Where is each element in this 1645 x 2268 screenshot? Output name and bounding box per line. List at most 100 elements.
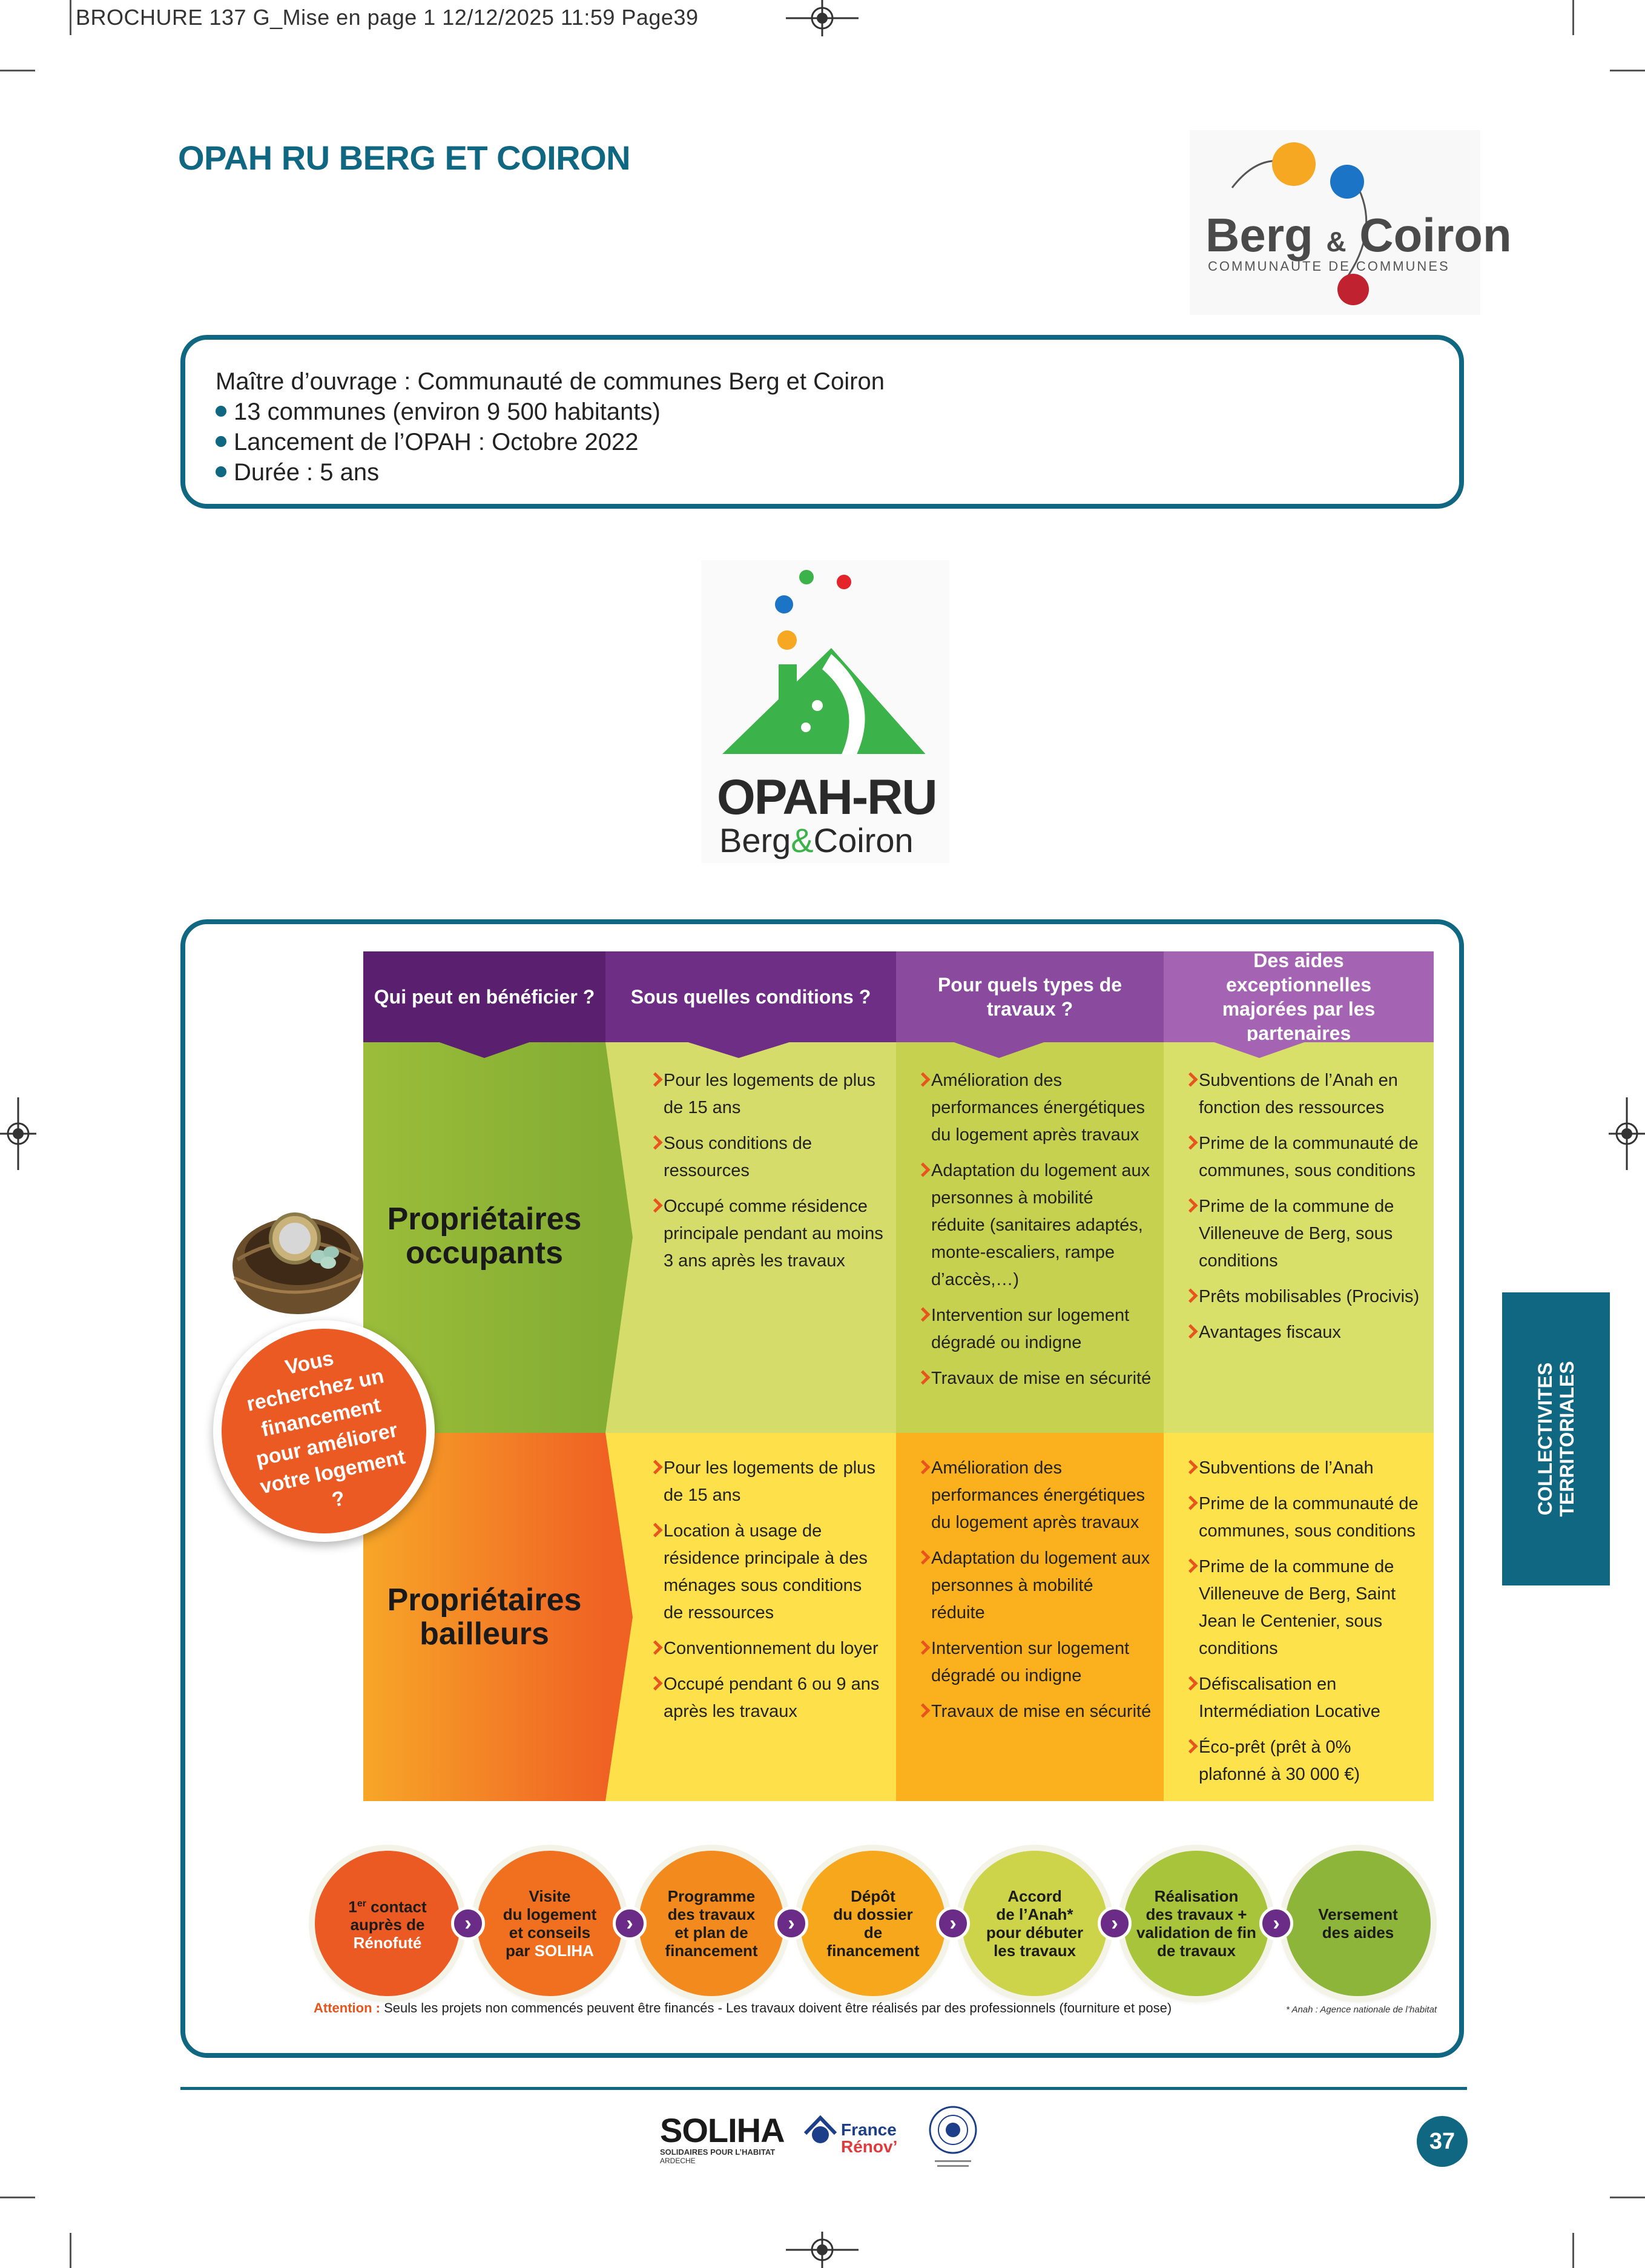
crop-mark [1572, 2233, 1574, 2268]
renov-text: Rénov’ [841, 2137, 898, 2156]
opah-ru-title: OPAH-RU [717, 770, 938, 825]
list-item: Adaptation du logement aux personnes à m… [931, 1157, 1152, 1294]
nest-coin-illustration [232, 1212, 363, 1314]
list-item: Subventions de l’Anah en fonction des re… [1199, 1067, 1422, 1122]
crop-mark [1610, 2197, 1645, 2198]
logo-berg-text: Berg [1205, 208, 1313, 262]
registration-mark-right [1609, 1097, 1645, 1170]
list-item: Prime de la commune de Villeneuve de Ber… [1199, 1553, 1422, 1662]
info-box: Maître d’ouvrage : Communauté de commune… [180, 335, 1464, 509]
anah-seal-logo [929, 2106, 977, 2167]
occupants-travaux: Amélioration des performances énergétiqu… [891, 1067, 1164, 1401]
france-renov-logo: France Rénov’ [802, 2111, 905, 2171]
soliha-text: SOLIHA [660, 2111, 785, 2149]
list-item: Amélioration des performances énergétiqu… [931, 1067, 1152, 1149]
info-bullet: 13 communes (environ 9 500 habitants) [216, 397, 1429, 427]
attention-label: Attention : [314, 2000, 380, 2015]
header-qui: Qui peut en bénéficier ? [363, 951, 605, 1042]
anah-footnote: * Anah : Agence nationale de l’habitat [1286, 2005, 1437, 2015]
bailleurs-travaux: Amélioration des performances énergétiqu… [891, 1455, 1164, 1734]
list-item: Travaux de mise en sécurité [931, 1698, 1152, 1725]
list-item: Adaptation du logement aux personnes à m… [931, 1545, 1152, 1627]
france-text: France [841, 2120, 897, 2139]
info-bullet: Lancement de l’OPAH : Octobre 2022 [216, 427, 1429, 457]
crop-mark [0, 70, 35, 71]
chevron-right-icon: › [936, 1906, 970, 1940]
chevron-right-icon: › [451, 1906, 485, 1940]
crop-mark [1610, 70, 1645, 71]
list-item: Amélioration des performances énergétiqu… [931, 1455, 1152, 1536]
list-item: Prime de la communauté de communes, sous… [1199, 1130, 1422, 1185]
crop-mark [1572, 0, 1574, 35]
info-bullet: Durée : 5 ans [216, 457, 1429, 488]
registration-mark-bottom [786, 2232, 859, 2268]
header-conditions: Sous quelles conditions ? [605, 951, 896, 1042]
chevron-right-icon: › [1259, 1906, 1293, 1940]
list-item: Sous conditions de ressources [664, 1130, 884, 1185]
list-item: Avantages fiscaux [1199, 1319, 1422, 1346]
page-number: 37 [1417, 2116, 1468, 2167]
logo-coiron-text: Coiron [1359, 208, 1512, 262]
header-pointers [436, 1041, 1308, 1058]
list-item: Intervention sur logement dégradé ou ind… [931, 1302, 1152, 1357]
soliha-sub: SOLIDAIRES POUR L’HABITAT [660, 2147, 776, 2157]
bailleurs-aides: Subventions de l’Anah Prime de la commun… [1159, 1455, 1434, 1797]
list-item: Prime de la communauté de communes, sous… [1199, 1490, 1422, 1545]
list-item: Travaux de mise en sécurité [931, 1365, 1152, 1392]
house-icon [803, 2115, 837, 2143]
print-header: BROCHURE 137 G_Mise en page 1 12/12/2025… [76, 5, 699, 30]
opah-amp: & [791, 821, 814, 859]
label-chevrons [605, 1042, 633, 1801]
occupants-conditions: Pour les logements de plus de 15 ans Sou… [624, 1067, 896, 1283]
logo-ampersand: & [1326, 226, 1347, 257]
opah-coiron: Coiron [813, 821, 914, 859]
bullet-icon [216, 406, 226, 417]
berg-coiron-logo: Berg & Coiron COMMUNAUTE DE COMMUNES [1190, 130, 1512, 315]
label-occupants: Propriétaires occupants [387, 1202, 582, 1271]
page-title: OPAH RU BERG ET COIRON [178, 139, 631, 177]
list-item: Occupé comme résidence principale pendan… [664, 1193, 884, 1275]
maitre-ouvrage: Maître d’ouvrage : Communauté de commune… [216, 368, 885, 395]
aides-panel [180, 919, 1464, 2058]
side-tab-label: COLLECTIVITES TERRITORIALES [1534, 1361, 1578, 1517]
list-item: Éco-prêt (prêt à 0% plafonné à 30 000 €) [1199, 1734, 1422, 1788]
list-item: Défiscalisation en Intermédiation Locati… [1199, 1671, 1422, 1725]
label-bailleurs: Propriétaires bailleurs [387, 1582, 582, 1651]
crop-mark [0, 2197, 35, 2198]
soliha-logo: SOLIHA SOLIDAIRES POUR L’HABITAT ARDECHE [660, 2114, 787, 2174]
list-item: Prêts mobilisables (Procivis) [1199, 1283, 1422, 1311]
list-item: Pour les logements de plus de 15 ans [664, 1455, 884, 1509]
list-item: Location à usage de résidence principale… [664, 1518, 884, 1627]
list-item: Pour les logements de plus de 15 ans [664, 1067, 884, 1122]
header-travaux: Pour quels types de travaux ? [896, 951, 1164, 1042]
list-item: Occupé pendant 6 ou 9 ans après les trav… [664, 1671, 884, 1725]
bullet-icon [216, 466, 226, 478]
attention-note: Attention : Seuls les projets non commen… [314, 2000, 1172, 2016]
header-aides: Des aides exceptionnelles majorées par l… [1164, 950, 1434, 1044]
attention-text: Seuls les projets non commencés peuvent … [380, 2000, 1172, 2015]
crop-mark [70, 0, 71, 35]
chevron-right-icon: › [774, 1906, 808, 1940]
bailleurs-conditions: Pour les logements de plus de 15 ans Loc… [624, 1455, 896, 1734]
opah-berg: Berg [719, 821, 791, 859]
list-item: Intervention sur logement dégradé ou ind… [931, 1635, 1152, 1690]
soliha-sub2: ARDECHE [660, 2157, 696, 2165]
registration-mark-left [0, 1097, 36, 1170]
chevron-right-icon: › [1098, 1906, 1132, 1940]
chevron-right-icon: › [613, 1906, 647, 1940]
bullet-icon [216, 436, 226, 448]
list-item: Conventionnement du loyer [664, 1635, 884, 1662]
footer-divider [180, 2087, 1467, 2090]
list-item: Subventions de l’Anah [1199, 1455, 1422, 1482]
opah-ru-logo: OPAH-RU Berg&Coiron [701, 560, 949, 863]
list-item: Prime de la commune de Villeneuve de Ber… [1199, 1193, 1422, 1275]
logo-subtitle: COMMUNAUTE DE COMMUNES [1208, 259, 1450, 274]
registration-mark-top [786, 0, 859, 36]
